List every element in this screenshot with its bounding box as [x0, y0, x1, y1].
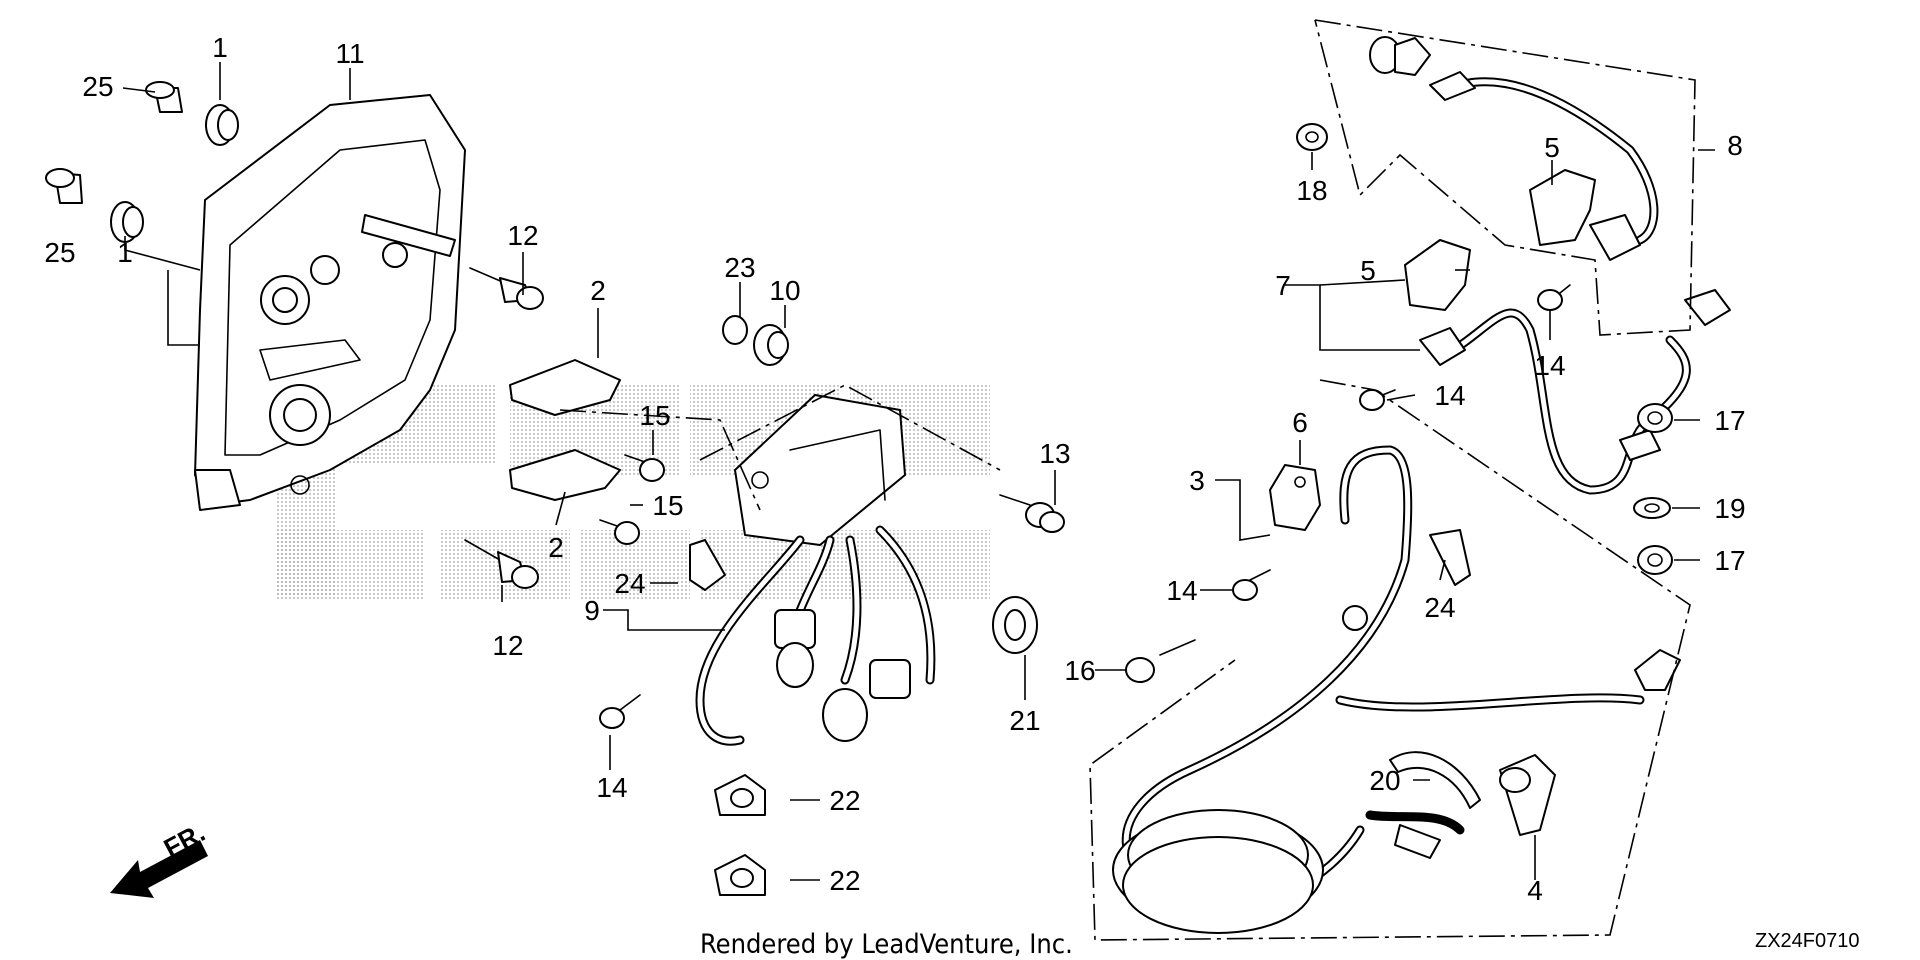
callout-12-lower[interactable]: 12: [492, 630, 523, 661]
battery-cable-assembly[interactable]: [1112, 445, 1681, 934]
callout-15-upper[interactable]: 15: [639, 400, 670, 431]
bolt-12-upper[interactable]: [469, 267, 544, 310]
bolt-14-center[interactable]: [1232, 569, 1271, 601]
tie-band-20[interactable]: [1389, 751, 1481, 809]
bolt-13[interactable]: [999, 494, 1065, 533]
bolt-14-left[interactable]: [599, 694, 641, 729]
callout-8[interactable]: 8: [1727, 130, 1743, 161]
nut-17-upper[interactable]: [1637, 403, 1673, 433]
callout-23[interactable]: 23: [724, 252, 755, 283]
nut-17-lower[interactable]: [1637, 545, 1673, 575]
callout-9[interactable]: 9: [584, 595, 600, 626]
clamp-22-upper[interactable]: [714, 774, 766, 816]
callout-12-upper[interactable]: 12: [507, 220, 538, 251]
front-arrow-icon: [110, 840, 208, 898]
leader-lines: [122, 62, 1715, 881]
clip-24-left[interactable]: [689, 539, 726, 591]
collar-23[interactable]: [722, 315, 748, 345]
clip-24-right[interactable]: [1429, 529, 1471, 586]
callout-22-lower[interactable]: 22: [829, 865, 860, 896]
callout-15-lower[interactable]: 15: [652, 490, 683, 521]
callout-22-upper[interactable]: 22: [829, 785, 860, 816]
callout-13[interactable]: 13: [1039, 438, 1070, 469]
bolt-15-upper[interactable]: [624, 454, 665, 482]
callout-14-right[interactable]: 14: [1534, 350, 1565, 381]
terminal-block-6[interactable]: [1269, 464, 1321, 531]
callout-24-left[interactable]: 24: [614, 568, 645, 599]
clamp-22-lower[interactable]: [714, 854, 766, 896]
callout-1-upper[interactable]: 1: [212, 32, 228, 63]
callout-18[interactable]: 18: [1296, 175, 1327, 206]
callout-5-lower[interactable]: 5: [1360, 255, 1376, 286]
callout-2-lower[interactable]: 2: [548, 532, 564, 563]
cable-assembly-7[interactable]: [1419, 289, 1731, 495]
nut-18[interactable]: [1296, 123, 1328, 151]
bracket-2-upper[interactable]: [509, 359, 621, 416]
callout-11[interactable]: 11: [335, 38, 364, 69]
callout-19[interactable]: 19: [1714, 493, 1745, 524]
callout-2-upper[interactable]: 2: [590, 275, 606, 306]
bolt-14-right[interactable]: [1537, 284, 1571, 311]
grommet-upper[interactable]: [145, 81, 239, 146]
callout-5-upper[interactable]: 5: [1544, 132, 1560, 163]
cap-5-upper[interactable]: [1529, 169, 1596, 246]
callout-17-upper[interactable]: 17: [1714, 405, 1745, 436]
clamp-21[interactable]: [992, 596, 1038, 654]
control-module[interactable]: [734, 394, 906, 546]
callout-4[interactable]: 4: [1527, 875, 1543, 906]
callout-10[interactable]: 10: [769, 275, 800, 306]
bolt-15-lower[interactable]: [599, 519, 640, 545]
front-direction-indicator: FR.: [110, 817, 210, 898]
side-cover-panel[interactable]: [194, 94, 466, 511]
callout-3[interactable]: 3: [1189, 465, 1205, 496]
group-boundaries: [559, 19, 1696, 941]
callouts: 1 25 11 25 1 12 2 15 15 2 12 23 10 13 24…: [44, 32, 1745, 906]
grommet-10[interactable]: [753, 324, 789, 366]
bracket-2-lower[interactable]: [509, 449, 621, 501]
cap-5-lower[interactable]: [1404, 239, 1471, 311]
callout-16[interactable]: 16: [1064, 655, 1095, 686]
callout-25-lower[interactable]: 25: [44, 237, 75, 268]
callout-6[interactable]: 6: [1292, 407, 1308, 438]
callout-1-lower[interactable]: 1: [117, 237, 133, 268]
grommet-lower[interactable]: [45, 168, 144, 243]
callout-14-center[interactable]: 14: [1166, 575, 1197, 606]
callout-7[interactable]: 7: [1275, 270, 1291, 301]
callout-14-upper-right[interactable]: 14: [1434, 380, 1465, 411]
bolt-12-lower[interactable]: [464, 539, 539, 589]
boot-4[interactable]: [1499, 754, 1556, 836]
connector-pair: [774, 609, 911, 742]
callout-14-left[interactable]: 14: [596, 772, 627, 803]
footer-credit: Rendered by LeadVenture, Inc.: [700, 929, 1073, 960]
callout-24-right[interactable]: 24: [1424, 592, 1455, 623]
callout-20[interactable]: 20: [1369, 765, 1400, 796]
cable-assembly-8[interactable]: [1369, 36, 1659, 261]
diagram-code: ZX24F0710: [1755, 930, 1860, 952]
callout-25-upper[interactable]: 25: [82, 71, 113, 102]
washer-19[interactable]: [1633, 497, 1671, 519]
bolt-16[interactable]: [1125, 639, 1196, 683]
callout-21[interactable]: 21: [1009, 705, 1040, 736]
callout-17-lower[interactable]: 17: [1714, 545, 1745, 576]
